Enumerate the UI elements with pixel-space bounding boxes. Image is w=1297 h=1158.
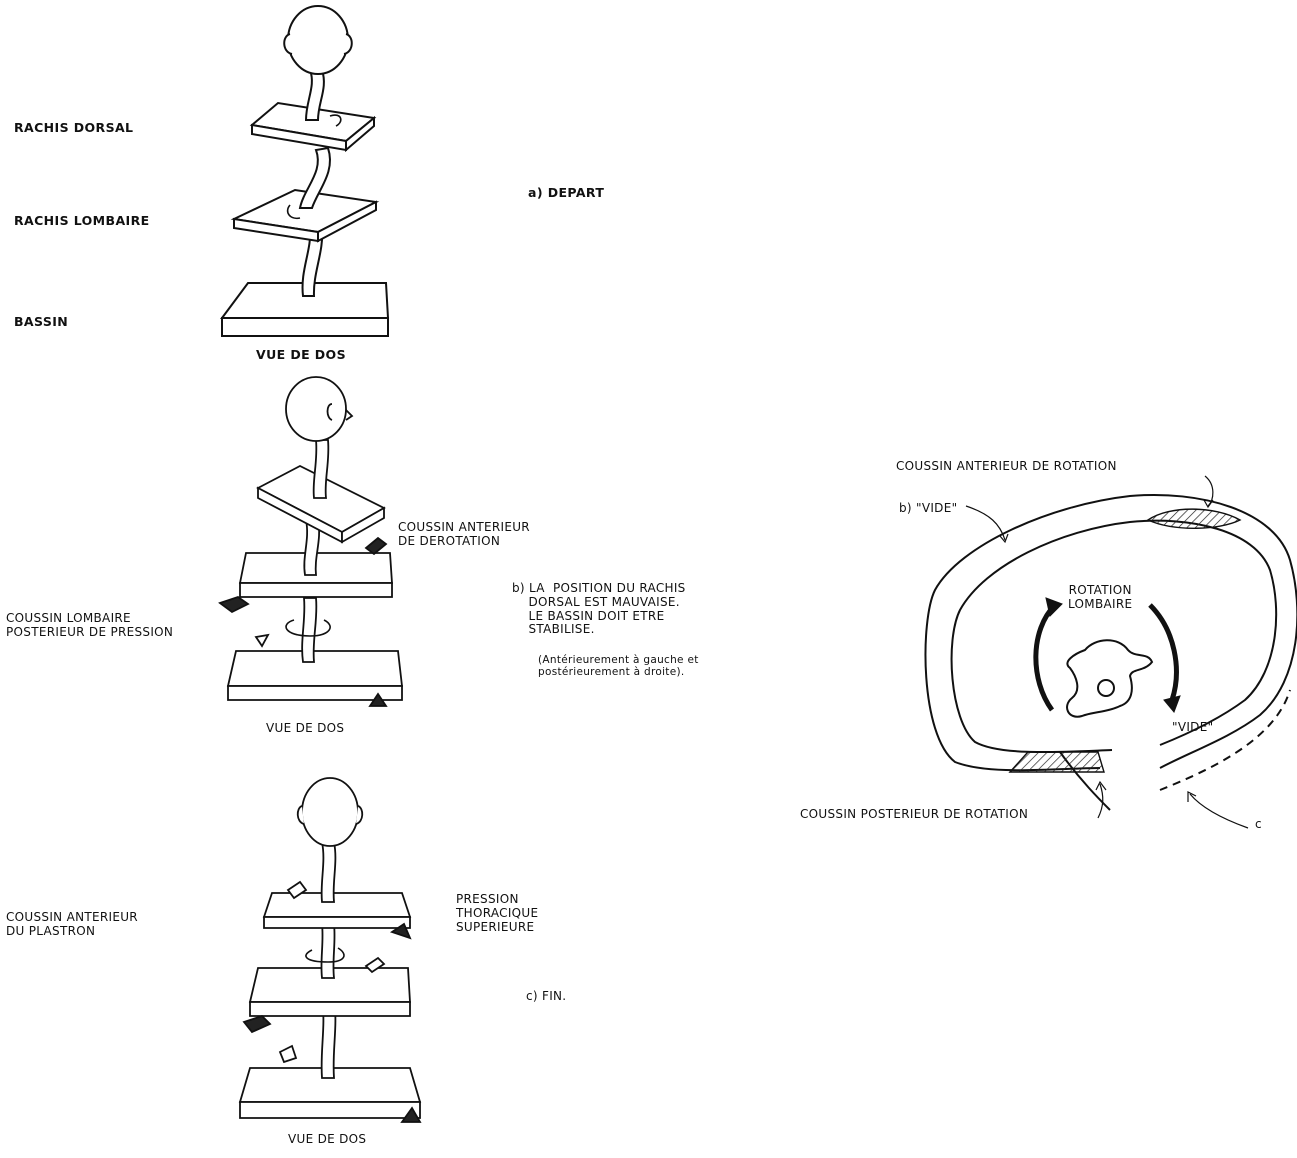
label-vide-b: b) "VIDE" [899, 502, 957, 516]
label-coussin-lombaire: COUSSIN LOMBAIRE POSTERIEUR DE PRESSION [6, 612, 173, 640]
label-coussin-anterieur-rotation: COUSSIN ANTERIEUR DE ROTATION [896, 460, 1117, 474]
caption-b: b) LA POSITION DU RACHIS DORSAL EST MAUV… [512, 582, 686, 637]
label-coussin-anterieur-derotation: COUSSIN ANTERIEUR DE DEROTATION [398, 521, 530, 549]
label-pression-thoracique: PRESSION THORACIQUE SUPERIEURE [456, 893, 538, 934]
label-coussin-posterieur-rotation: COUSSIN POSTERIEUR DE ROTATION [800, 808, 1028, 822]
label-rachis-dorsal: RACHIS DORSAL [14, 121, 133, 135]
caption-c: c) FIN. [526, 990, 566, 1004]
view-label-b: VUE DE DOS [266, 722, 344, 736]
label-coussin-plastron: COUSSIN ANTERIEUR DU PLASTRON [6, 911, 138, 939]
label-bassin: BASSIN [14, 315, 68, 329]
label-vide-inner: "VIDE" [1172, 721, 1213, 735]
view-label-c: VUE DE DOS [288, 1133, 366, 1147]
label-rotation-lombaire: ROTATION LOMBAIRE [1068, 584, 1132, 612]
figure-c-spine-model [240, 778, 420, 1122]
view-label-a: VUE DE DOS [256, 348, 346, 362]
caption-a: a) DEPART [528, 186, 604, 200]
figure-b-spine-model [220, 377, 402, 706]
label-rachis-lombaire: RACHIS LOMBAIRE [14, 214, 150, 228]
figure-a-spine-model [222, 6, 388, 336]
trunk-cross-section [925, 476, 1297, 828]
label-c: c [1255, 818, 1262, 832]
caption-b-note: (Antérieurement à gauche et postérieurem… [538, 654, 699, 678]
